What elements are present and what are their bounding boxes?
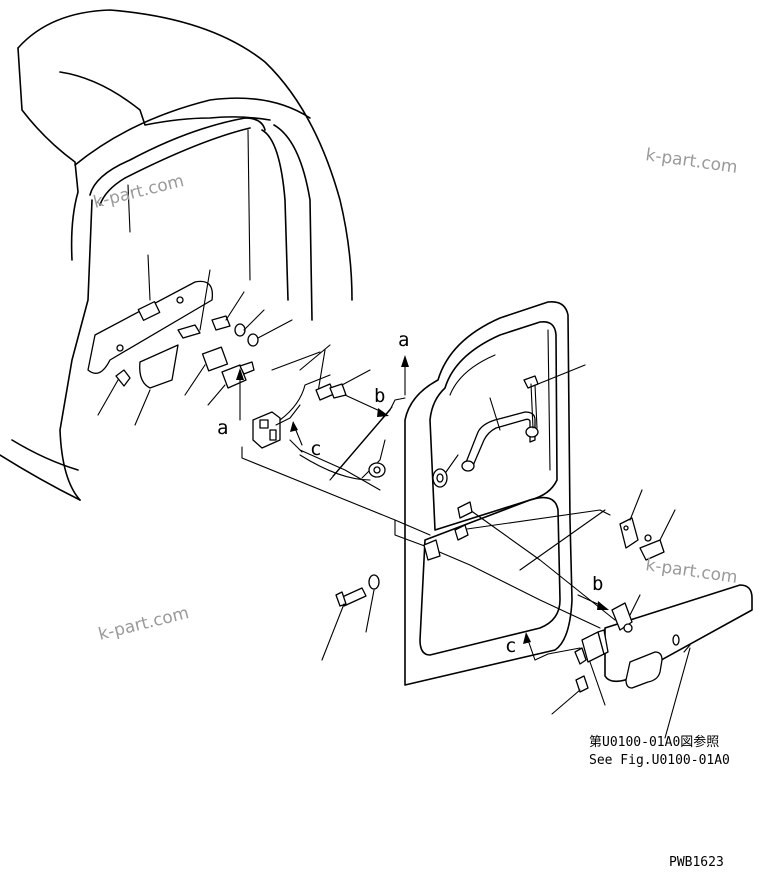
callout-c-lower-label: c	[505, 635, 516, 657]
latch-assembly	[252, 344, 381, 491]
watermark-3: k-part.com	[644, 555, 738, 588]
callout-c-left: c	[290, 421, 321, 460]
rod-link	[315, 369, 406, 481]
callout-a-left-label: a	[217, 417, 228, 439]
striker-plate	[604, 584, 753, 689]
callout-a-upper-label: a	[398, 329, 409, 351]
drawing-code: PWB1623	[669, 855, 724, 870]
door-catch	[551, 629, 609, 715]
callout-b-upper-label: b	[374, 385, 385, 407]
callout-a-upper: a	[398, 329, 409, 396]
door-washer	[432, 454, 459, 488]
cab-door	[404, 300, 573, 686]
watermark-2: k-part.com	[644, 145, 738, 178]
watermark-1: k-part.com	[91, 171, 186, 213]
door-handle	[461, 397, 539, 472]
callout-c-lower: c	[505, 632, 581, 661]
callout-b-right-label: b	[592, 573, 603, 595]
reference-leader	[664, 647, 691, 739]
door-screw-lower	[321, 574, 380, 661]
callout-b-upper: b	[344, 385, 389, 417]
reference-note-en: See Fig.U0100-01A0	[589, 753, 730, 768]
callout-b-right: b	[577, 573, 609, 610]
watermark-4: k-part.com	[96, 603, 191, 645]
callout-a-left: a	[217, 368, 244, 439]
latch-parts-right	[611, 489, 676, 633]
hinge-plate-left	[87, 254, 214, 426]
cab-body-outline	[0, 9, 353, 501]
callout-c-left-label: c	[310, 438, 321, 460]
door-bolt-upper	[523, 364, 586, 429]
reference-note-jp: 第U0100-01A0図参照	[589, 734, 719, 750]
